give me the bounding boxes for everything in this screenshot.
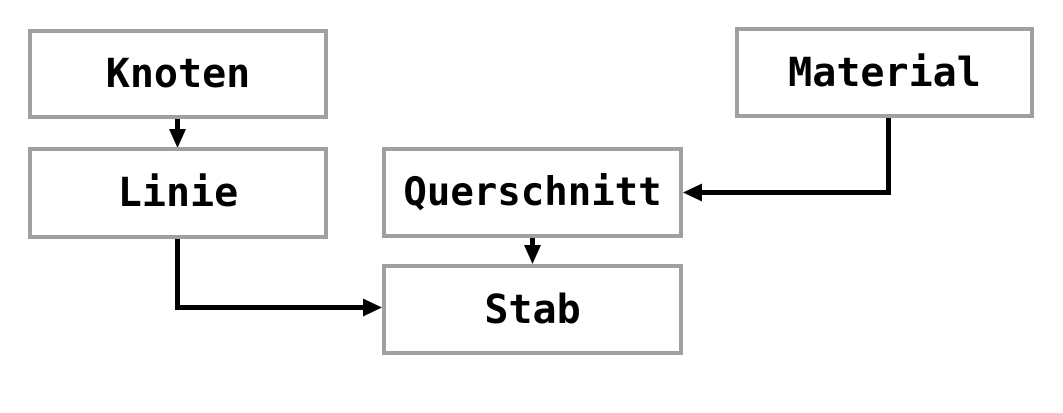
node-linie[interactable]: Linie bbox=[28, 147, 328, 239]
node-stab[interactable]: Stab bbox=[382, 264, 683, 355]
edge-knoten-to-linie bbox=[169, 119, 186, 148]
node-querschnitt-label: Querschnitt bbox=[403, 170, 662, 215]
node-material[interactable]: Material bbox=[735, 27, 1034, 118]
edge-material-to-querschnitt bbox=[683, 118, 891, 202]
edge-linie-to-stab bbox=[175, 239, 382, 317]
node-linie-label: Linie bbox=[117, 170, 239, 216]
node-querschnitt[interactable]: Querschnitt bbox=[382, 147, 683, 238]
node-knoten[interactable]: Knoten bbox=[28, 29, 328, 119]
node-material-label: Material bbox=[788, 49, 981, 96]
node-stab-label: Stab bbox=[484, 286, 581, 333]
edge-querschnitt-to-stab bbox=[524, 238, 541, 264]
node-knoten-label: Knoten bbox=[105, 51, 251, 97]
